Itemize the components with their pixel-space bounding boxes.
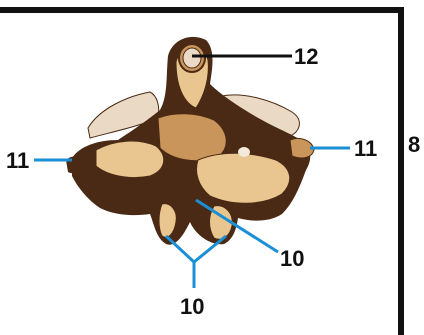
right-lateral-mass <box>197 153 290 203</box>
label-10-bottom: 10 <box>180 294 204 319</box>
vertebra-illustration <box>66 37 314 245</box>
panel-label: 8 <box>408 132 420 157</box>
left-lateral-mass <box>96 141 164 177</box>
label-11-left: 11 <box>6 148 29 173</box>
body-foramen <box>238 147 250 157</box>
odontoid-foramen-inner <box>183 48 201 68</box>
label-12: 12 <box>294 44 318 69</box>
label-11-right: 11 <box>354 136 377 161</box>
label-10-lower-right: 10 <box>280 246 304 271</box>
